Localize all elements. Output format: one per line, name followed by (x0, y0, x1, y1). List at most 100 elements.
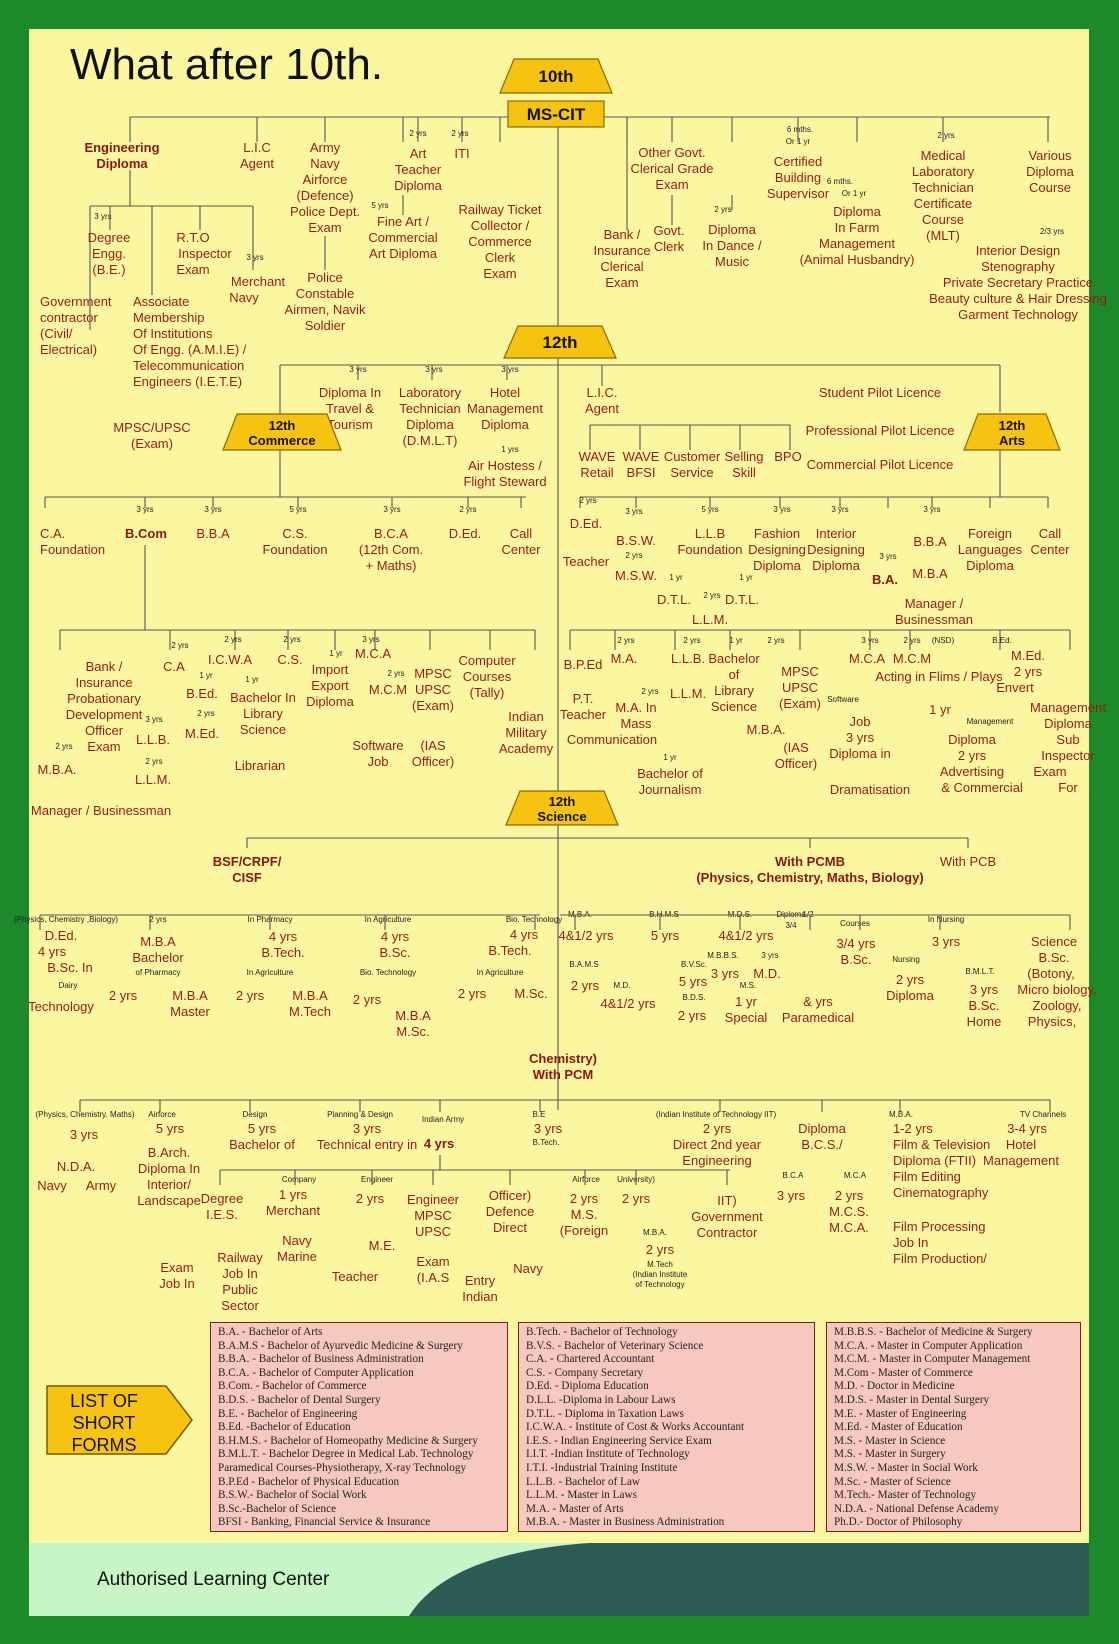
legend-entry: B.B.A. - Bachelor of Business Administra… (218, 1353, 424, 1366)
tree-label: Science (240, 722, 286, 737)
tree-label: 1 yr (735, 994, 757, 1009)
tree-label: In Nursing (928, 915, 964, 924)
tree-label: Diploma (798, 1121, 846, 1136)
tree-label: Micro biology, (1017, 982, 1096, 997)
tree-label: L.I.C (243, 140, 270, 155)
tree-label: Exam (160, 1260, 193, 1275)
tree-label: Exam (87, 739, 120, 754)
tree-label: Sub (1056, 732, 1079, 747)
tree-label: 2 yrs (353, 992, 382, 1007)
tree-label: 3 yrs (501, 365, 518, 374)
tree-label: Landscape (137, 1193, 201, 1208)
tree-label: B.Arch. (148, 1145, 191, 1160)
tree-label: Diploma (966, 558, 1014, 573)
node-label: 10th (539, 67, 574, 86)
legend-entry: I.I.T. -Indian Institute of Technology (526, 1448, 690, 1461)
tree-label: MPSC (414, 666, 452, 681)
node-label: Arts (999, 433, 1025, 448)
tree-label: B.V.Sc. (681, 960, 707, 969)
legend-entry: B.A.M.S - Bachelor of Ayurvedic Medicine… (218, 1339, 463, 1352)
tree-label: (Civil/ (40, 326, 73, 341)
tree-label: BFSI (627, 465, 656, 480)
tree-label: 3 yrs (777, 1188, 806, 1203)
tree-label: Diploma (833, 204, 881, 219)
tree-label: With PCM (533, 1067, 594, 1082)
tree-label: 2 yrs (451, 129, 468, 138)
tree-label: Customer (664, 449, 721, 464)
tree-label: M.C.A (844, 1171, 867, 1180)
tree-label: MPSC/UPSC (113, 420, 190, 435)
tree-label: Contractor (697, 1225, 758, 1240)
tree-label: Diploma (753, 558, 801, 573)
tree-label: Mass (620, 716, 652, 731)
tree-label: Manager / (905, 596, 964, 611)
tree-label: 3/4 (785, 921, 797, 930)
tree-label: 3 yrs (879, 552, 896, 561)
tree-label: Exam (483, 266, 516, 281)
tree-label: B.Sc. (1038, 950, 1069, 965)
tree-label: Science (711, 699, 757, 714)
tree-label: M.Tech (289, 1004, 331, 1019)
tree-label: Degree (201, 1191, 244, 1206)
tree-label: Diploma (306, 694, 354, 709)
tree-label: Inspector (1041, 748, 1095, 763)
tree-label: Bachelor In (230, 690, 296, 705)
tree-label: Private Secretary Practice (943, 275, 1093, 290)
node-label: 12th (269, 418, 296, 433)
tree-label: Direct (493, 1220, 527, 1235)
tree-label: P.T. (573, 691, 594, 706)
tree-label: Commerce (468, 234, 532, 249)
tree-label: Film & Television (893, 1137, 990, 1152)
tree-label: M.C.A (849, 651, 885, 666)
tree-label: Engineering (84, 140, 159, 155)
tree-label: C.A (163, 659, 185, 674)
tree-label: Travel & (326, 401, 374, 416)
legend-entry: I.E.S. - Indian Engineering Service Exam (526, 1434, 712, 1447)
tree-label: Interior Design (976, 243, 1061, 258)
tree-label: 2 yrs (570, 1191, 599, 1206)
footer-banner (29, 1543, 1089, 1616)
tree-label: Exam (1033, 764, 1066, 779)
legend-entry: B.Com. - Bachelor of Commerce (218, 1380, 367, 1393)
tree-label: M.B.B.S. (707, 951, 739, 960)
tree-label: L.L.B. (671, 651, 705, 666)
tree-label: (Indian Institute (633, 1270, 688, 1279)
tree-label: 3 yrs (711, 966, 740, 981)
tree-label: Sector (221, 1298, 259, 1313)
tree-label: ITI (454, 146, 469, 161)
tree-label: 2 yrs (835, 1188, 864, 1203)
tree-label: 2/3 yrs (1040, 227, 1064, 236)
tree-label: (Animal Husbandry) (800, 252, 915, 267)
tree-label: 2 yrs (703, 591, 720, 600)
tree-label: (Botony, (1027, 966, 1074, 981)
tree-label: M.B.A. (746, 722, 785, 737)
tree-label: Bank / (604, 227, 641, 242)
legend-entry: M.Tech.- Master of Technology (834, 1489, 977, 1502)
tree-label: In Agriculture (247, 968, 294, 977)
tree-label: 2 yrs (387, 669, 404, 678)
tree-label: Indian (508, 709, 543, 724)
tree-label: B.A. (872, 572, 898, 587)
legend-entry: B.Tech. - Bachelor of Technology (526, 1326, 678, 1338)
tree-label: Diploma (948, 732, 996, 747)
tree-label: Art (410, 146, 427, 161)
tree-label: Science (1031, 934, 1077, 949)
list-label-1: LIST OF (70, 1391, 138, 1411)
tree-label: 4&1/2 yrs (719, 928, 774, 943)
tree-label: L.I.C. (586, 385, 617, 400)
tree-label: 1 yr (929, 702, 951, 717)
tree-label: Railway Ticket (458, 202, 541, 217)
tree-label: 2 yrs (646, 1242, 675, 1257)
tree-label: Diploma (1044, 716, 1092, 731)
legend-entry: M.Com - Master of Commerce (834, 1366, 973, 1379)
legend-entry: M.C.A. - Master in Computer Application (834, 1339, 1023, 1352)
tree-label: (Tally) (470, 685, 505, 700)
tree-label: B.Sc. In (47, 960, 93, 975)
tree-label: 2 yrs (958, 748, 987, 763)
tree-label: Bachelor of (637, 766, 703, 781)
tree-label: 1 yr (729, 636, 743, 645)
tree-label: Inspector (178, 246, 232, 261)
tree-label: 6 mths. (827, 177, 853, 186)
list-label-3: FORMS (72, 1435, 137, 1455)
